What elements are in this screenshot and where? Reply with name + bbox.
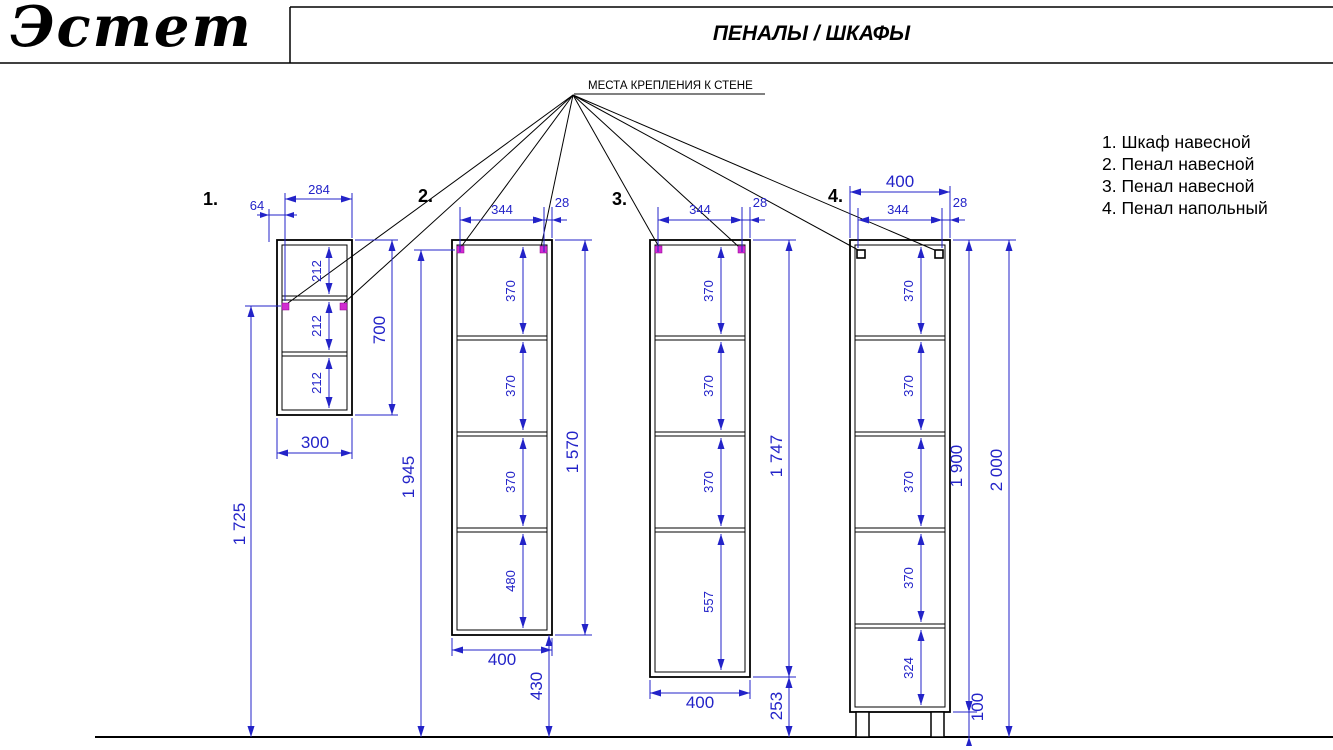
- cabinet-2-shelf: [456, 527, 548, 533]
- dim-64: 64: [250, 198, 264, 213]
- dim-1725: 1 725: [230, 503, 249, 546]
- dim-370: 370: [701, 471, 716, 493]
- dim-300: 300: [301, 433, 329, 452]
- dim-212: 212: [309, 372, 324, 394]
- cabinet-2-shelf: [456, 335, 548, 341]
- dim-1900: 1 900: [947, 445, 966, 488]
- cabinet-3-shelf: [654, 335, 746, 341]
- dim-370: 370: [701, 280, 716, 302]
- mount-bracket: [934, 249, 944, 259]
- legend-item-3: 3. Пенал навесной: [1102, 176, 1255, 196]
- cabinet-4-dimension-lines: [849, 186, 1016, 746]
- dim-344: 344: [887, 202, 909, 217]
- dim-28: 28: [953, 195, 967, 210]
- mount-point: [281, 302, 290, 311]
- dim-212: 212: [309, 260, 324, 282]
- cabinet-1-annotations: 1. 284 64 212: [203, 182, 398, 737]
- dim-100: 100: [968, 693, 987, 721]
- dim-253: 253: [767, 692, 786, 720]
- cabinet-1-dimension-lines: [245, 193, 398, 737]
- dim-324: 324: [901, 657, 916, 679]
- cabinet-4-shelf: [854, 527, 946, 533]
- dim-2000: 2 000: [987, 449, 1006, 492]
- mounting-fan-lines: [287, 94, 938, 304]
- dim-344: 344: [491, 202, 513, 217]
- cabinet-3-number: 3.: [612, 189, 627, 209]
- cabinet-1-body: [276, 239, 353, 416]
- cabinet-2-shelf: [456, 431, 548, 437]
- cabinet-1-shelf: [281, 351, 348, 357]
- cabinet-2-body: [451, 239, 553, 636]
- cabinet-2-annotations: 2.: [399, 186, 592, 737]
- dim-557: 557: [701, 591, 716, 613]
- legend-item-2: 2. Пенал навесной: [1102, 154, 1255, 174]
- dim-400: 400: [886, 172, 914, 191]
- cabinet-4-shelf: [854, 335, 946, 341]
- dim-28: 28: [555, 195, 569, 210]
- cabinet-3-dimension-lines: [649, 207, 796, 737]
- brand-logo: Эстет: [10, 0, 253, 60]
- dim-400: 400: [488, 650, 516, 669]
- header-rules: [0, 6, 1333, 64]
- dim-480: 480: [503, 570, 518, 592]
- cabinet-2-dimension-lines: [414, 207, 592, 737]
- cabinet-3-body: [649, 239, 751, 678]
- mount-point: [339, 302, 348, 311]
- dim-284: 284: [308, 182, 330, 197]
- dim-370: 370: [901, 280, 916, 302]
- dim-1570: 1 570: [563, 431, 582, 474]
- dim-1747: 1 747: [767, 435, 786, 478]
- cabinet-1-number: 1.: [203, 189, 218, 209]
- dim-370: 370: [503, 471, 518, 493]
- dim-430: 430: [527, 672, 546, 700]
- cabinet-3-shelf: [654, 431, 746, 437]
- legend-item-1: 1. Шкаф навесной: [1102, 132, 1251, 152]
- dim-212: 212: [309, 315, 324, 337]
- cabinet-4-leg: [930, 711, 945, 738]
- dim-344: 344: [689, 202, 711, 217]
- legend-item-4: 4. Пенал напольный: [1102, 198, 1268, 218]
- dim-1945: 1 945: [399, 456, 418, 499]
- dim-370: 370: [701, 375, 716, 397]
- cabinet-3-annotations: 3. 344 28 370 370: [612, 189, 796, 737]
- mounting-note-label: МЕСТА КРЕПЛЕНИЯ К СТЕНЕ: [588, 80, 753, 92]
- cabinet-4-leg: [855, 711, 870, 738]
- mount-bracket: [856, 249, 866, 259]
- dim-370: 370: [901, 567, 916, 589]
- dim-400: 400: [686, 693, 714, 712]
- cabinet-4-shelf: [854, 431, 946, 437]
- dim-370: 370: [503, 375, 518, 397]
- dim-28: 28: [753, 195, 767, 210]
- cabinet-2-number: 2.: [418, 186, 433, 206]
- page-title: ПЕНАЛЫ / ШКАФЫ: [712, 22, 911, 45]
- mounting-callout: МЕСТА КРЕПЛЕНИЯ К СТЕНЕ: [287, 80, 938, 304]
- cabinet-4-body: [849, 239, 951, 738]
- cabinet-4-shelf: [854, 623, 946, 629]
- cabinet-4-annotations: 4.: [828, 172, 1016, 746]
- cabinet-4-number: 4.: [828, 186, 843, 206]
- cabinet-3-shelf: [654, 527, 746, 533]
- cabinet-1-shelf: [281, 295, 348, 301]
- dim-370: 370: [901, 375, 916, 397]
- dim-700: 700: [370, 316, 389, 344]
- legend: 1. Шкаф навесной 2. Пенал навесной 3. Пе…: [1102, 131, 1268, 219]
- dim-370: 370: [901, 471, 916, 493]
- dim-370: 370: [503, 280, 518, 302]
